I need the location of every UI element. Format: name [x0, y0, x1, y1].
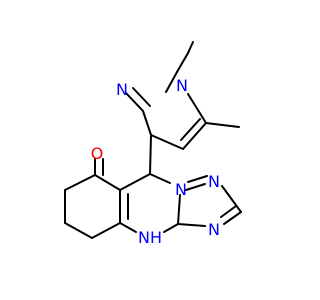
bond	[177, 223, 206, 227]
bond	[185, 183, 206, 191]
bond	[220, 205, 237, 218]
bond	[223, 211, 242, 225]
bond	[165, 71, 178, 93]
bond	[180, 118, 201, 141]
bond	[125, 92, 144, 112]
bond	[64, 222, 93, 239]
bond	[119, 173, 151, 191]
bond	[149, 134, 152, 175]
bond	[187, 93, 207, 124]
pyrazole-n-top-label: N	[176, 76, 188, 95]
bonds	[64, 41, 242, 239]
atom-labels: N N O N N N NH	[91, 76, 220, 247]
bond	[177, 194, 181, 225]
amine-nh-label: NH	[138, 228, 162, 247]
triazole-n3-label: N	[208, 220, 220, 239]
bond	[94, 174, 121, 191]
bond	[149, 173, 171, 184]
bond	[64, 174, 96, 191]
bond	[119, 222, 137, 233]
bond	[132, 87, 151, 107]
bond	[142, 110, 152, 136]
bond	[187, 41, 194, 54]
triazole-n2-label: N	[208, 172, 220, 191]
bond	[163, 223, 179, 233]
carbonyl-oxygen-label: O	[91, 144, 104, 163]
bond	[150, 134, 184, 150]
bond	[182, 122, 207, 150]
bond	[176, 52, 189, 73]
triazole-n1-label: N	[175, 180, 187, 199]
bond	[187, 175, 208, 183]
bond	[91, 222, 121, 239]
molecule-structure: N N O N N N NH	[64, 41, 242, 247]
pyrazole-n-left-label: N	[116, 80, 128, 99]
bond	[205, 122, 240, 128]
bond	[221, 185, 242, 213]
